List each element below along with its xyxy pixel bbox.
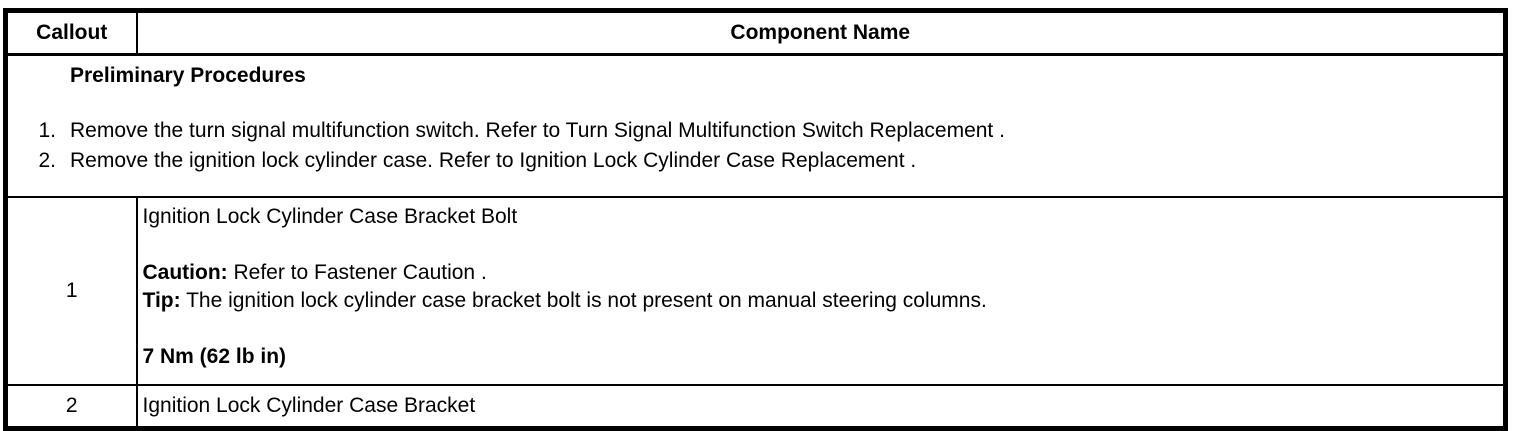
step-number: 1.	[38, 119, 56, 142]
step-number: 2.	[38, 149, 56, 172]
table-row: 1 Ignition Lock Cylinder Case Bracket Bo…	[4, 196, 1507, 386]
table-row: 2 Ignition Lock Cylinder Case Bracket	[4, 384, 1507, 430]
callout-number: 1	[4, 196, 138, 386]
component-name-column-header: Component Name	[135, 9, 1507, 56]
step-text: Remove the ignition lock cylinder case. …	[70, 149, 917, 172]
component-cell: Ignition Lock Cylinder Case Bracket Bolt…	[135, 196, 1507, 386]
callout-column-header: Callout	[4, 9, 138, 56]
component-callout-table: Callout Component Name Preliminary Proce…	[3, 8, 1508, 431]
component-name: Ignition Lock Cylinder Case Bracket	[142, 394, 476, 417]
table-header-row: Callout Component Name	[4, 9, 1507, 56]
caution-label: Caution:	[142, 261, 228, 284]
procedure-step: 1. Remove the turn signal multifunction …	[16, 116, 1495, 146]
procedure-step: 2. Remove the ignition lock cylinder cas…	[16, 146, 1495, 176]
preliminary-procedures-title: Preliminary Procedures	[70, 64, 306, 87]
caution-note: Caution: Refer to Fastener Caution .	[143, 259, 1496, 287]
torque-spec: 7 Nm (62 lb in)	[142, 345, 287, 368]
preliminary-procedures-row: Preliminary Procedures 1. Remove the tur…	[4, 53, 1507, 198]
step-text: Remove the turn signal multifunction swi…	[70, 119, 1005, 142]
preliminary-procedures-cell: Preliminary Procedures 1. Remove the tur…	[4, 53, 1507, 198]
tip-text: The ignition lock cylinder case bracket …	[180, 289, 987, 312]
component-cell: Ignition Lock Cylinder Case Bracket	[135, 384, 1507, 430]
tip-note: Tip: The ignition lock cylinder case bra…	[143, 287, 1496, 315]
caution-text: Refer to Fastener Caution .	[227, 261, 487, 284]
callout-number: 2	[4, 384, 138, 430]
component-name: Ignition Lock Cylinder Case Bracket Bolt	[142, 205, 518, 228]
tip-label: Tip:	[142, 289, 181, 312]
service-manual-page: Callout Component Name Preliminary Proce…	[3, 8, 1508, 431]
